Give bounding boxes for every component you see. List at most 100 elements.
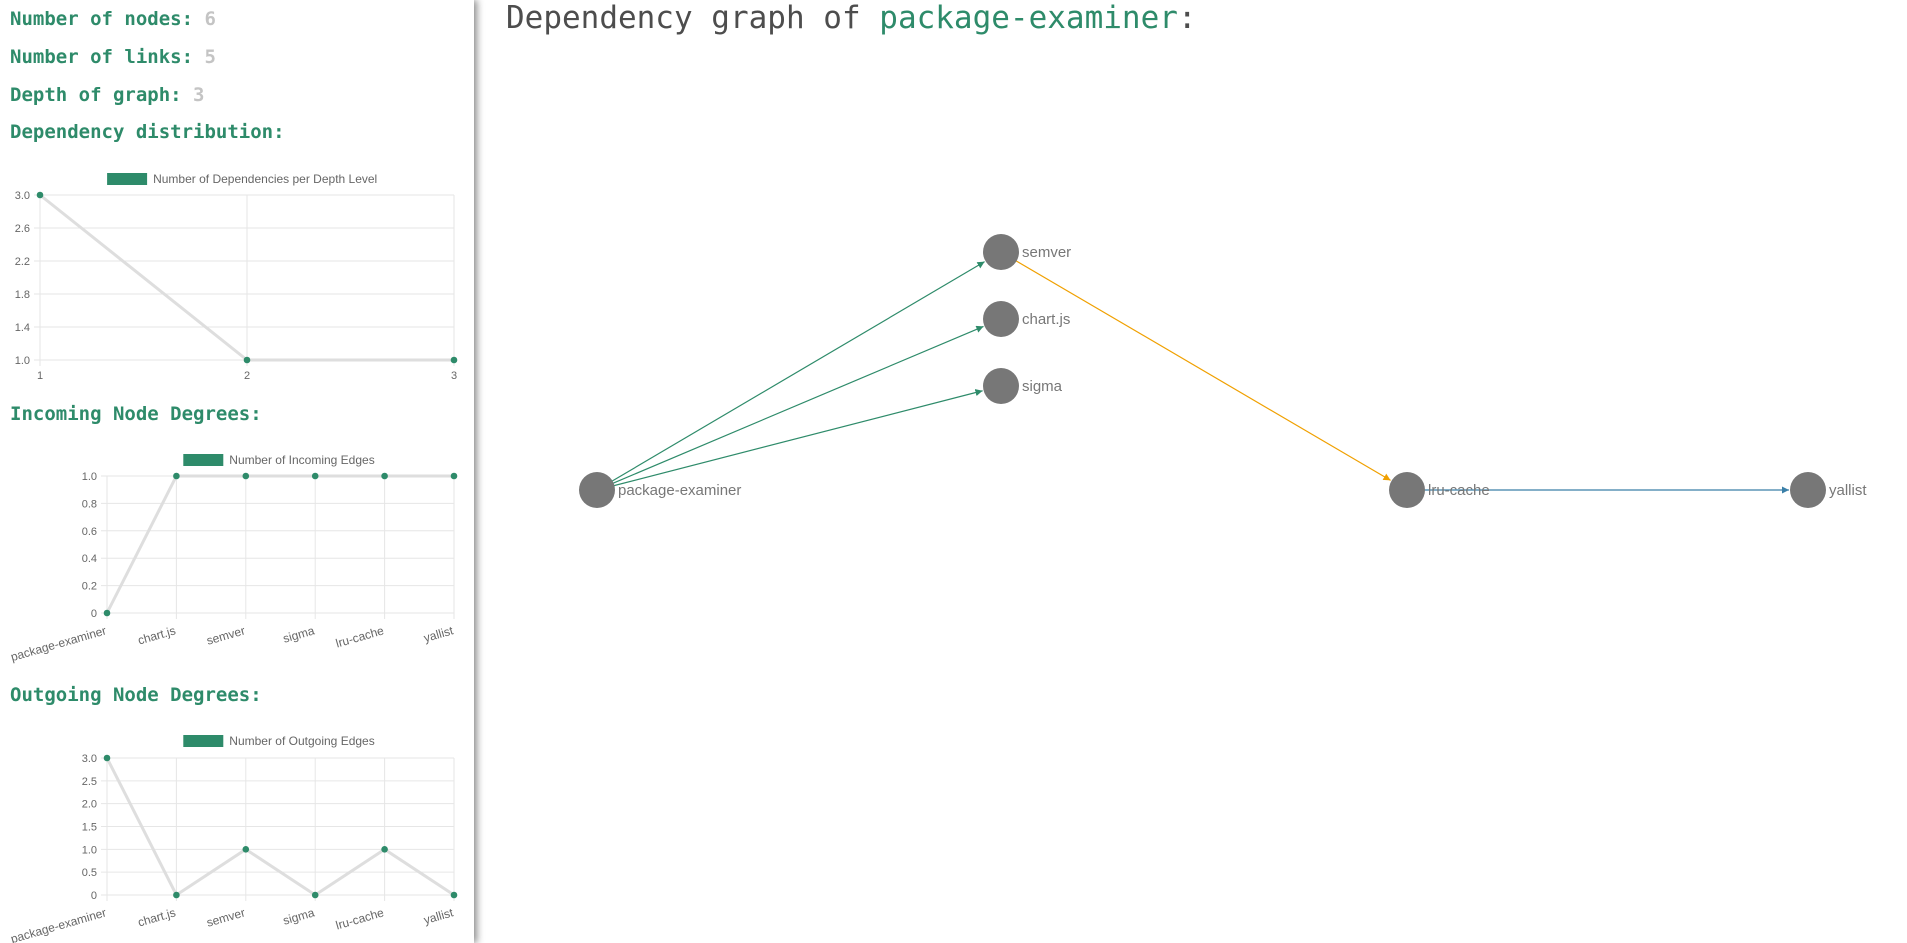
- node-circle: [1389, 472, 1425, 508]
- data-point: [381, 846, 388, 853]
- y-tick-label: 2.2: [15, 256, 30, 268]
- node-circle: [1790, 472, 1826, 508]
- data-point: [450, 472, 458, 480]
- x-tick-label: package-examiner: [9, 623, 108, 664]
- node-label: sigma: [1022, 378, 1063, 395]
- data-point: [450, 891, 458, 899]
- x-tick-label: semver: [205, 905, 247, 929]
- y-tick-label: 0.4: [82, 553, 97, 565]
- graph-node-package-examiner[interactable]: package-examiner: [579, 472, 741, 508]
- y-tick-label: 1.4: [15, 322, 30, 334]
- node-circle: [983, 368, 1019, 404]
- nodes-stat: Number of nodes: 6: [10, 8, 216, 30]
- y-tick-label: 0: [91, 608, 97, 620]
- nodes-value: 6: [204, 8, 216, 30]
- outgoing-title: Outgoing Node Degrees:: [10, 684, 262, 706]
- data-point: [242, 846, 250, 853]
- x-tick-label: 2: [244, 370, 250, 382]
- data-point: [36, 191, 44, 199]
- depth-stat: Depth of graph: 3: [10, 84, 205, 106]
- node-label: chart.js: [1022, 311, 1070, 328]
- graph-node-yallist[interactable]: yallist: [1790, 472, 1867, 508]
- data-point: [311, 472, 319, 480]
- y-tick-label: 2.0: [82, 799, 97, 811]
- graph-node-semver[interactable]: semver: [983, 234, 1071, 270]
- data-point: [243, 356, 251, 364]
- y-tick-label: 3.0: [82, 753, 97, 765]
- node-circle: [579, 472, 615, 508]
- data-point: [242, 472, 250, 480]
- y-tick-label: 1.8: [15, 289, 30, 301]
- node-label: yallist: [1829, 482, 1867, 499]
- x-tick-label: semver: [205, 623, 247, 647]
- x-tick-label: yallist: [422, 905, 455, 927]
- links-stat: Number of links: 5: [10, 46, 216, 68]
- legend-swatch: [183, 454, 224, 466]
- data-point: [311, 891, 319, 899]
- legend-label: Number of Outgoing Edges: [229, 734, 374, 748]
- incoming-title: Incoming Node Degrees:: [10, 403, 262, 425]
- depth-value: 3: [193, 84, 205, 106]
- x-tick-label: 1: [37, 370, 43, 382]
- edge-package-examiner-semver: [608, 261, 985, 484]
- x-tick-label: 3: [451, 370, 457, 382]
- data-point: [103, 609, 111, 617]
- node-label: package-examiner: [618, 482, 741, 499]
- graph-node-chart.js[interactable]: chart.js: [983, 301, 1070, 337]
- title-package-name: package-examiner: [879, 0, 1178, 36]
- depth-label: Depth of graph:: [10, 84, 182, 106]
- data-point: [173, 891, 180, 899]
- x-tick-label: yallist: [422, 623, 455, 645]
- legend-label: Number of Incoming Edges: [229, 453, 374, 467]
- series-line: [105, 474, 454, 614]
- legend-label: Number of Dependencies per Depth Level: [153, 172, 377, 186]
- links-value: 5: [204, 46, 216, 68]
- x-tick-label: lru-cache: [334, 623, 386, 650]
- y-tick-label: 0.2: [82, 581, 97, 593]
- edge-package-examiner-sigma: [610, 389, 983, 488]
- y-tick-label: 1.0: [82, 471, 97, 483]
- data-point: [381, 472, 388, 480]
- nodes-label: Number of nodes:: [10, 8, 194, 30]
- stats-sidebar: Number of nodes: 6 Number of links: 5 De…: [0, 0, 474, 943]
- x-tick-label: chart.js: [136, 905, 177, 929]
- y-tick-label: 1.5: [82, 822, 97, 834]
- y-tick-label: 0.6: [82, 526, 97, 538]
- title-suffix: :: [1177, 0, 1197, 36]
- page-title: Dependency graph of package-examiner:: [506, 0, 1197, 36]
- node-circle: [983, 301, 1019, 337]
- legend-swatch: [183, 735, 224, 747]
- incoming-degrees-chart: Number of Incoming Edges 0 0.2 0.4 0.6 0.8 1.0…: [9, 453, 458, 664]
- y-tick-label: 0.8: [82, 498, 97, 510]
- y-tick-label: 2.6: [15, 223, 30, 235]
- distribution-title: Dependency distribution:: [10, 121, 285, 143]
- dependency-distribution-chart: Number of Dependencies per Depth Level 1.…: [15, 172, 458, 382]
- x-tick-label: sigma: [281, 905, 316, 927]
- outgoing-degrees-chart: Number of Outgoing Edges 0 0.5 1.0 1.5 2.0 2.5…: [9, 734, 458, 943]
- node-label: semver: [1022, 244, 1071, 261]
- y-tick-label: 1.0: [15, 355, 30, 367]
- data-point: [173, 472, 180, 480]
- node-circle: [983, 234, 1019, 270]
- y-tick-label: 1.0: [82, 844, 97, 856]
- legend-swatch: [107, 173, 148, 185]
- y-tick-label: 0.5: [82, 867, 97, 879]
- links-label: Number of links:: [10, 46, 194, 68]
- graph-node-sigma[interactable]: sigma: [983, 368, 1063, 404]
- x-tick-label: chart.js: [136, 623, 177, 647]
- x-tick-label: lru-cache: [334, 905, 386, 932]
- edge-package-examiner-chart.js: [609, 325, 984, 486]
- title-prefix: Dependency graph of: [506, 0, 861, 36]
- data-point: [103, 754, 111, 762]
- graph-panel: Dependency graph of package-examiner: pa…: [474, 0, 1907, 943]
- edge-semver-lru-cache: [1012, 258, 1391, 481]
- y-tick-label: 3.0: [15, 190, 30, 202]
- x-tick-label: package-examiner: [9, 905, 108, 943]
- graph-node-lru-cache[interactable]: lru-cache: [1389, 472, 1490, 508]
- series-line: [105, 757, 455, 898]
- x-tick-label: sigma: [281, 623, 316, 645]
- dependency-graph[interactable]: package-examiner semver chart.js sigma lru-c…: [474, 0, 1907, 943]
- y-tick-label: 0: [91, 890, 97, 902]
- data-point: [450, 356, 458, 364]
- y-tick-label: 2.5: [82, 776, 97, 788]
